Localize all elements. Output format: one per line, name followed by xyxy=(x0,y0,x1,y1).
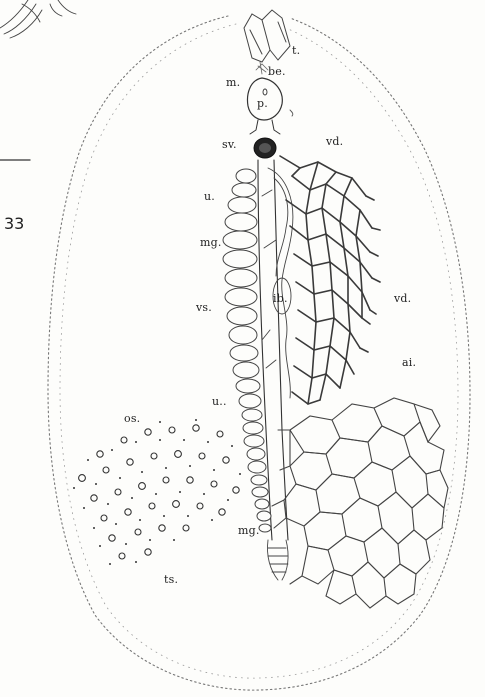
adjacent-figure-fragment xyxy=(0,0,76,38)
label-u-low: u.. xyxy=(212,395,227,408)
label-m: m. xyxy=(226,76,240,89)
figure-number: 33 xyxy=(4,214,24,233)
label-mg-low: mg. xyxy=(238,524,260,537)
vitelline-network xyxy=(280,156,380,404)
label-vd-side: vd. xyxy=(394,292,411,305)
polygonal-cells xyxy=(272,398,448,608)
label-u-top: u. xyxy=(204,190,215,203)
body-outline xyxy=(48,16,470,690)
label-ts: ts. xyxy=(164,573,178,586)
label-ai: ai. xyxy=(402,356,416,369)
body-outline-inner xyxy=(60,24,458,678)
ovarian-cells xyxy=(79,425,240,559)
label-vd-top: vd. xyxy=(326,135,343,148)
label-be: be. xyxy=(268,65,286,78)
tail-segment xyxy=(267,540,288,580)
label-p: p. xyxy=(257,97,268,110)
label-t: t. xyxy=(292,44,300,57)
label-mg-top: mg. xyxy=(200,236,222,249)
label-sv: sv. xyxy=(222,138,237,151)
tentacle-bases xyxy=(244,10,290,62)
uterine-column xyxy=(223,169,271,532)
label-os: os. xyxy=(124,412,140,425)
label-ib: ib. xyxy=(273,292,288,305)
bud xyxy=(256,62,268,74)
label-vs: vs. xyxy=(196,301,212,314)
ovarian-dots xyxy=(73,419,241,565)
